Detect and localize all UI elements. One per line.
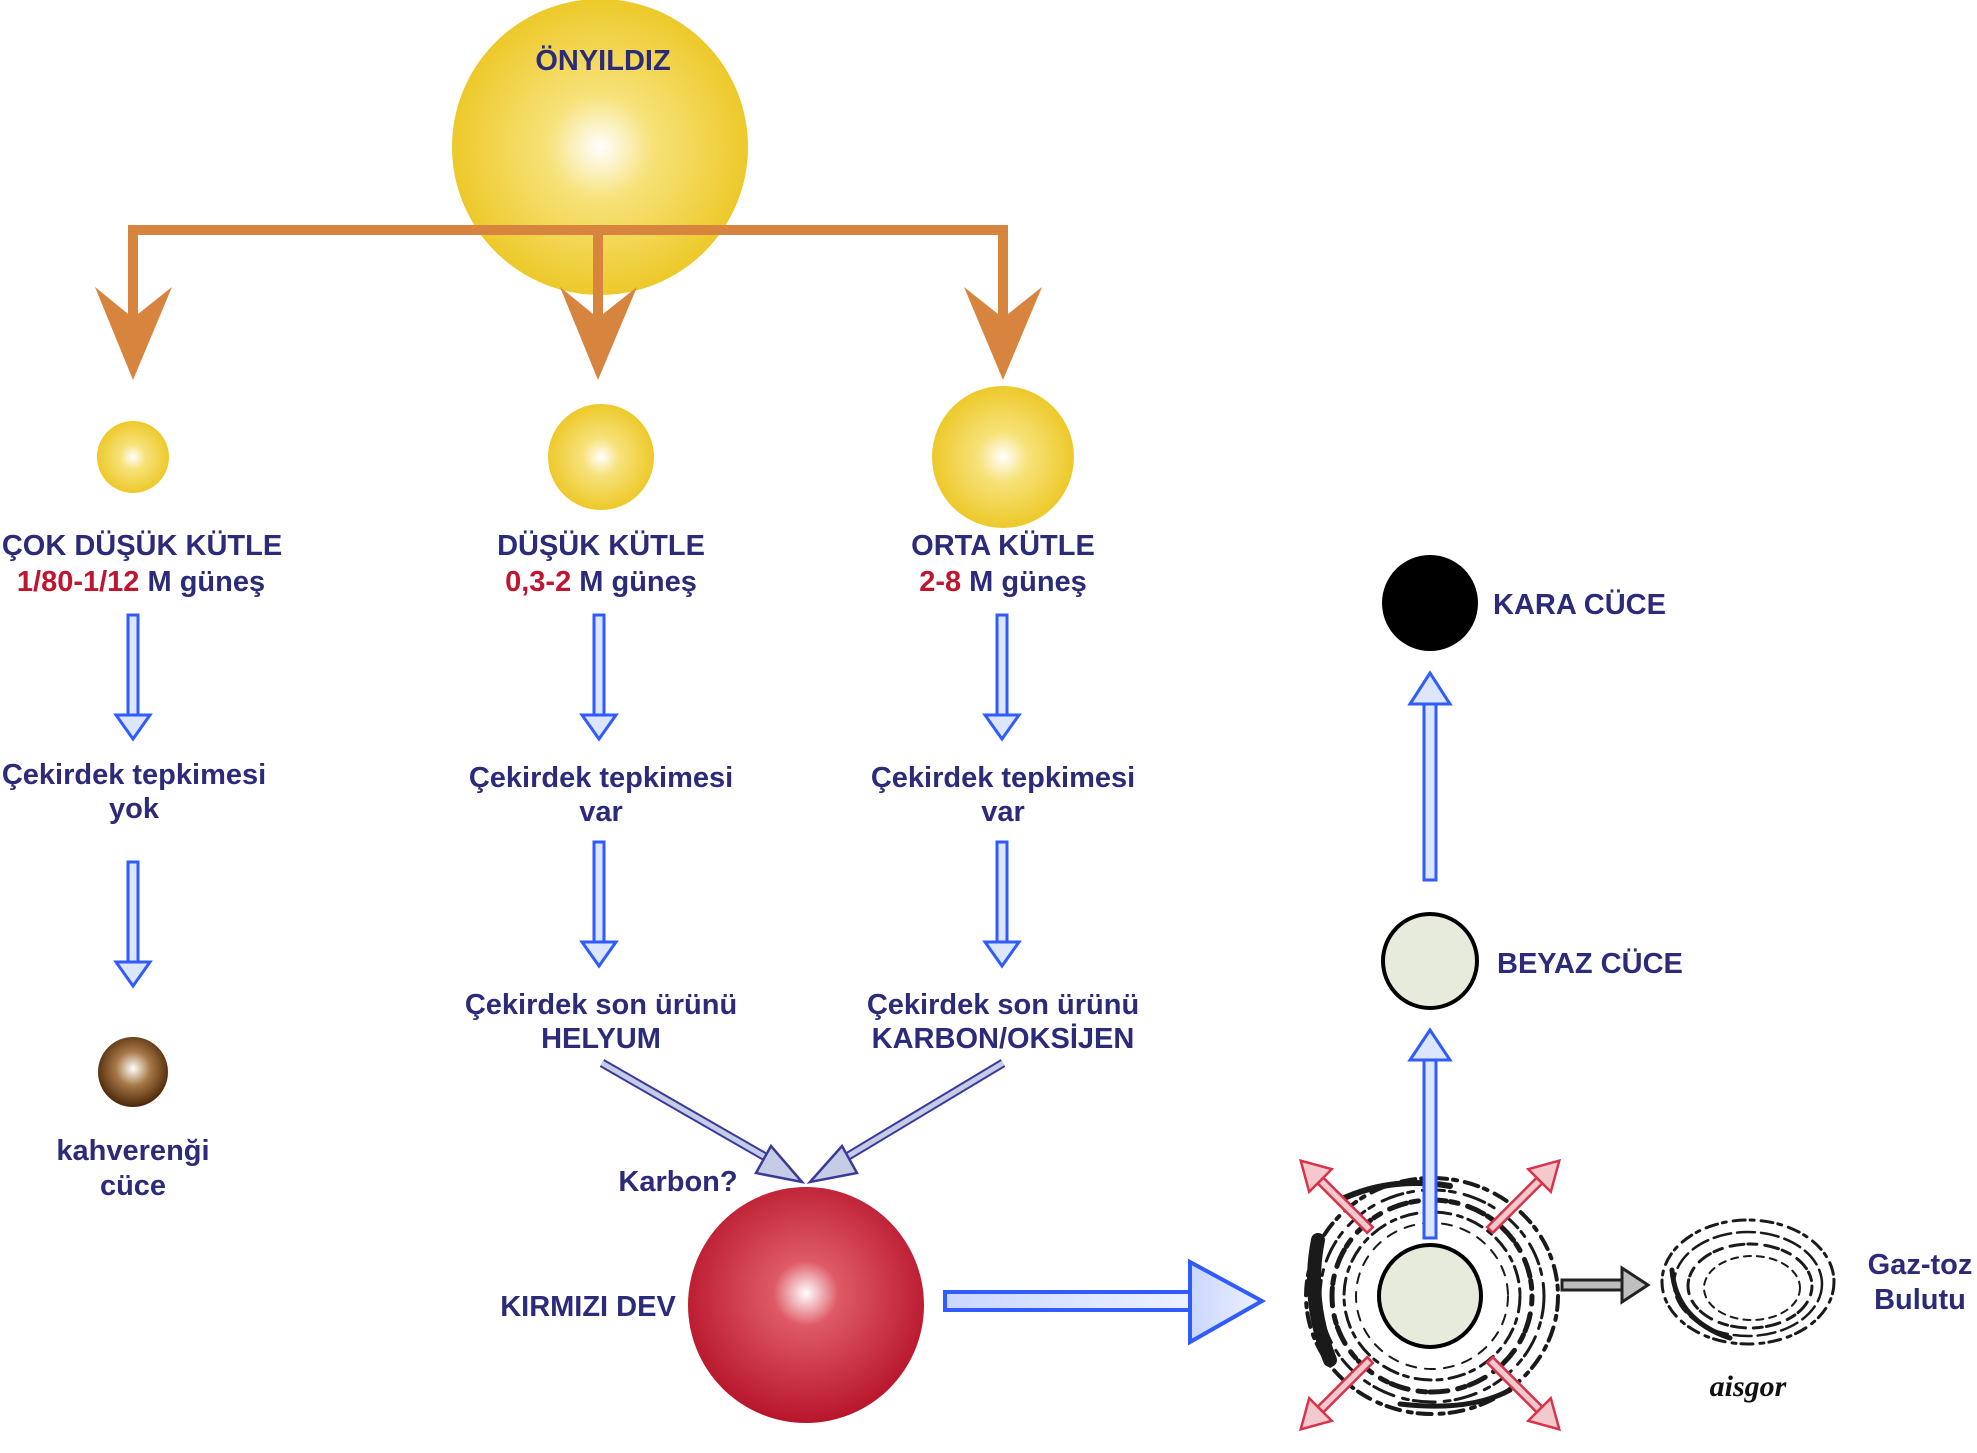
brown-dwarf-line1: kahverenği (56, 1135, 209, 1167)
blue-flow-arrow (983, 613, 1021, 741)
branch-1-mass-range: 1/80-1/12 M güneş (17, 566, 265, 598)
converge-arrow-right (806, 1059, 1006, 1184)
red-burst-arrow (1298, 1158, 1562, 1432)
protostar-circle (452, 0, 748, 295)
branch-1-reaction-line1: Çekirdek tepkimesi (2, 759, 266, 791)
low-mass-star (548, 404, 654, 510)
white-dwarf-circle (1381, 912, 1479, 1010)
branch-3-mass-label: ORTA KÜTLE (911, 529, 1095, 562)
carbon-question-label: Karbon? (618, 1166, 737, 1198)
gas-dust-line1: Gaz-toz (1868, 1249, 1973, 1281)
blue-flow-arrow (580, 840, 618, 968)
branch-3-product-line2: KARBON/OKSİJEN (872, 1023, 1135, 1055)
gas-dust-cloud-swirl (1660, 1218, 1836, 1346)
white-dwarf-core (1377, 1243, 1483, 1349)
planetary-nebula-swirl (1304, 1176, 1560, 1416)
grey-flow-arrow (1560, 1265, 1651, 1305)
branch-2-reaction-line2: var (579, 796, 623, 828)
red-giant-label: KIRMIZI DEV (500, 1291, 676, 1323)
branch-1-mass-label: ÇOK DÜŞÜK KÜTLE (2, 529, 282, 562)
branch-3-product-line1: Çekirdek son ürünü (867, 989, 1139, 1021)
branch-3-reaction-line2: var (981, 796, 1025, 828)
converge-arrow-left (599, 1059, 806, 1184)
gas-dust-line2: Bulutu (1874, 1284, 1966, 1316)
blue-flow-arrow-up (1407, 670, 1453, 882)
red-giant-circle (688, 1187, 924, 1423)
branch-2-mass-range: 0,3-2 M güneş (505, 566, 697, 598)
branch-2-product-line2: HELYUM (541, 1023, 661, 1055)
protostar-label: ÖNYILDIZ (535, 44, 670, 77)
blue-flow-arrow (983, 840, 1021, 968)
brown-dwarf-circle (98, 1037, 168, 1107)
black-dwarf-label: KARA CÜCE (1493, 588, 1666, 621)
black-dwarf-circle (1382, 555, 1478, 651)
orange-arrowheads (95, 287, 1042, 380)
orange-branch-arrow (128, 225, 1008, 326)
very-low-mass-star (97, 421, 169, 493)
blue-flow-arrow (114, 860, 152, 988)
blue-flow-arrow (114, 613, 152, 741)
blue-flow-arrow (580, 613, 618, 741)
branch-3-mass-range: 2-8 M güneş (919, 566, 1087, 598)
branch-2-mass-label: DÜŞÜK KÜTLE (497, 529, 705, 562)
branch-2-product-line1: Çekirdek son ürünü (465, 989, 737, 1021)
signature-text: aisgor (1710, 1370, 1787, 1403)
blue-flow-arrow-up (1407, 1027, 1453, 1240)
mid-mass-star (932, 386, 1074, 528)
branch-1-reaction-line2: yok (109, 793, 160, 825)
white-dwarf-label: BEYAZ CÜCE (1497, 947, 1683, 980)
blue-flow-arrow-large (943, 1258, 1267, 1346)
branch-3-reaction-line1: Çekirdek tepkimesi (871, 762, 1135, 794)
branch-2-reaction-line1: Çekirdek tepkimesi (469, 762, 733, 794)
brown-dwarf-line2: cüce (100, 1170, 166, 1202)
